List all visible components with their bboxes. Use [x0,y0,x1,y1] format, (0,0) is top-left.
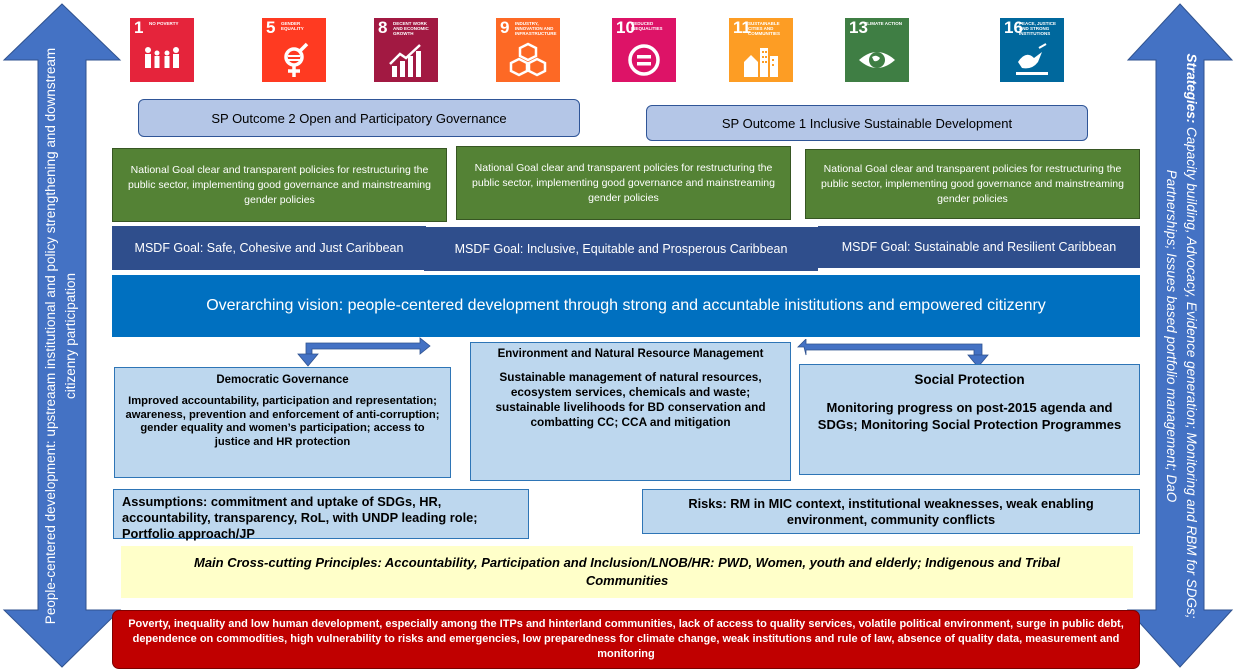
cross-cutting-principles-box: Main Cross-cutting Principles: Accountab… [121,546,1133,598]
left-double-arrow [2,3,122,668]
environment-body: Sustainable management of natural resour… [495,370,766,429]
sdg-5-icon: 5Gender Equality [262,18,326,82]
national-goal-box-2: National Goal clear and transparent poli… [456,146,791,220]
democratic-governance-title: Democratic Governance [216,374,349,386]
people-icon [145,47,179,68]
national-goal-box-1: National Goal clear and transparent poli… [112,148,447,222]
national-goal-box-3: National Goal clear and transparent poli… [805,149,1140,219]
overarching-vision-box: Overarching vision: people-centered deve… [112,275,1140,337]
eye-globe-icon [859,52,895,68]
left-arrow-text: People-centered development: upstreaam i… [43,47,78,625]
growth-chart-icon [389,44,421,77]
assumptions-box: Assumptions: commitment and uptake of SD… [113,489,529,541]
cross-cutting-principles-text: Main Cross-cutting Principles: Accountab… [193,555,1061,588]
sp-outcome-2-text: SP Outcome 2 Open and Participatory Gove… [211,110,507,126]
msdf-goal-box-1: MSDF Goal: Safe, Cohesive and Just Carib… [112,226,426,270]
environment-title: Environment and Natural Resource Managem… [497,348,764,360]
democratic-governance-body: Improved accountability, participation a… [125,395,440,448]
national-goal-text: National Goal clear and transparent poli… [472,161,775,204]
social-protection-title: Social Protection [914,372,1025,387]
sdg-1-icon: 1No Poverty [130,18,194,82]
national-goal-text: National Goal clear and transparent poli… [821,162,1124,205]
equal-icon [628,44,660,76]
national-goal-text: National Goal clear and transparent poli… [128,163,431,206]
right-arrow-text: Strategies: Capacity building, Advocacy,… [1164,53,1199,619]
city-icon [744,48,778,77]
problem-statement-box: Poverty, inequality and low human develo… [112,610,1140,669]
msdf-goal-text: MSDF Goal: Safe, Cohesive and Just Carib… [134,241,404,255]
social-protection-body: Monitoring progress on post-2015 agenda … [817,400,1122,432]
social-protection-box: Social Protection Monitoring progress on… [799,364,1140,475]
msdf-goal-text: MSDF Goal: Sustainable and Resilient Car… [841,240,1117,254]
democratic-governance-box: Democratic Governance Improved accountab… [114,367,451,478]
cubes-icon [509,42,547,77]
dove-icon [1016,43,1048,75]
risks-box: Risks: RM in MIC context, institutional … [642,489,1140,534]
sdg-16-icon: 16Peace, Justice and Strong Institutions [1000,18,1064,82]
sdg-8-icon: 8Decent Work and Economic Growth [374,18,438,82]
sp-outcome-1-text: SP Outcome 1 Inclusive Sustainable Devel… [721,115,1013,131]
risks-text: Risks: RM in MIC context, institutional … [688,495,1094,527]
environment-box: Environment and Natural Resource Managem… [470,342,791,481]
left-connector-arrow-icon [297,337,431,367]
sdg-9-icon: 9Industry, Innovation and Infrastructure [496,18,560,82]
assumptions-text: Assumptions: commitment and uptake of SD… [122,494,478,541]
right-double-arrow [1126,3,1234,668]
overarching-vision-text: Overarching vision: people-centered deve… [206,297,1046,314]
msdf-goal-text: MSDF Goal: Inclusive, Equitable and Pros… [454,242,788,256]
sp-outcome-1-box: SP Outcome 1 Inclusive Sustainable Devel… [646,105,1088,141]
msdf-goal-box-3: MSDF Goal: Sustainable and Resilient Car… [818,226,1140,268]
gender-icon [284,42,309,77]
msdf-goal-box-2: MSDF Goal: Inclusive, Equitable and Pros… [424,227,818,271]
sdg-13-icon: 13Climate Action [845,18,909,82]
sdg-11-icon: 11Sustainable Cities and Communities [729,18,793,82]
sdg-10-icon: 10Reduced Inequalities [612,18,676,82]
sp-outcome-2-box: SP Outcome 2 Open and Participatory Gove… [138,99,580,137]
problem-statement-text: Poverty, inequality and low human develo… [128,618,1124,660]
right-connector-arrow-icon [797,339,989,368]
